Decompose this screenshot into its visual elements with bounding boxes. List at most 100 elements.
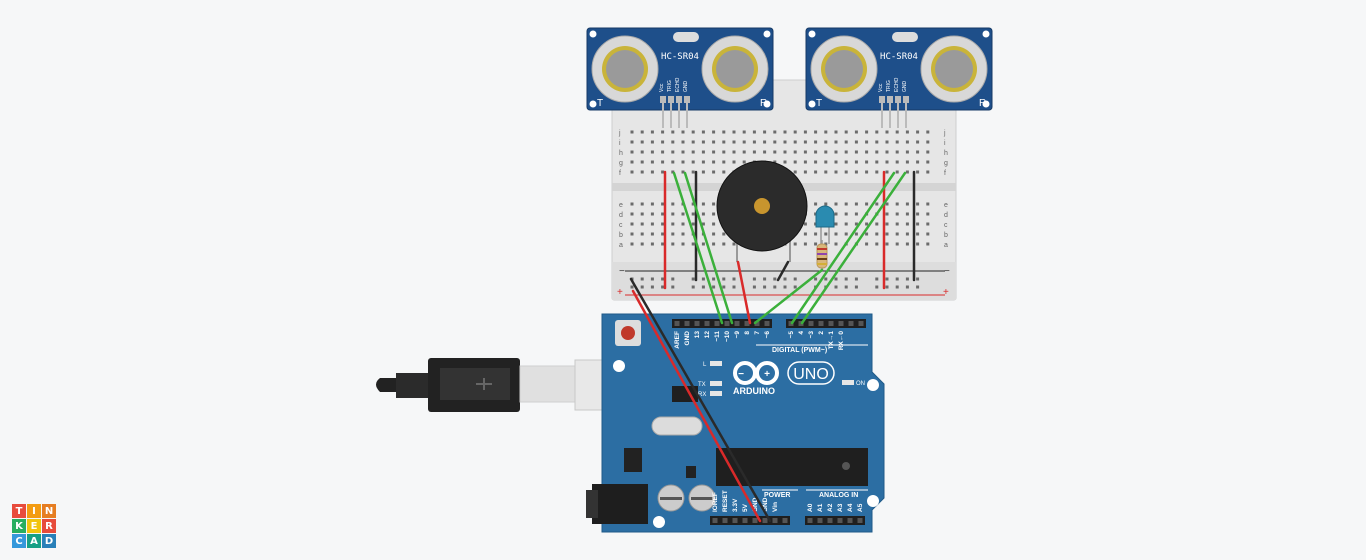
breadboard-hole[interactable] [630, 242, 634, 246]
breadboard-hole[interactable] [712, 170, 716, 174]
breadboard-hole[interactable] [722, 130, 726, 134]
breadboard-hole[interactable] [661, 232, 665, 236]
breadboard-hole[interactable] [834, 160, 838, 164]
breadboard-hole[interactable] [793, 170, 797, 174]
breadboard-hole[interactable] [803, 130, 807, 134]
breadboard-hole[interactable] [885, 170, 889, 174]
breadboard-hole[interactable] [854, 130, 858, 134]
breadboard-hole[interactable] [814, 232, 818, 236]
breadboard-hole[interactable] [926, 170, 930, 174]
header-pin[interactable] [827, 518, 833, 523]
header-pin[interactable] [674, 321, 680, 326]
rail-hole[interactable] [783, 277, 787, 281]
breadboard-hole[interactable] [793, 150, 797, 154]
rail-hole[interactable] [793, 285, 797, 289]
breadboard-hole[interactable] [701, 170, 705, 174]
wire-green[interactable] [672, 171, 724, 325]
breadboard-hole[interactable] [895, 222, 899, 226]
breadboard-hole[interactable] [722, 170, 726, 174]
breadboard-hole[interactable] [763, 130, 767, 134]
rail-hole[interactable] [691, 285, 695, 289]
header-pin[interactable] [754, 321, 760, 326]
breadboard-hole[interactable] [854, 222, 858, 226]
breadboard-hole[interactable] [630, 130, 634, 134]
breadboard-hole[interactable] [630, 170, 634, 174]
breadboard-hole[interactable] [661, 242, 665, 246]
breadboard-hole[interactable] [691, 202, 695, 206]
breadboard-hole[interactable] [650, 202, 654, 206]
header-pin[interactable] [772, 518, 778, 523]
wire-green[interactable] [683, 171, 734, 325]
header-pin[interactable] [704, 321, 710, 326]
rail-hole[interactable] [834, 285, 838, 289]
header-pin[interactable] [694, 321, 700, 326]
breadboard-hole[interactable] [926, 202, 930, 206]
breadboard-hole[interactable] [916, 170, 920, 174]
breadboard-hole[interactable] [661, 212, 665, 216]
breadboard-hole[interactable] [834, 150, 838, 154]
blue-led[interactable] [815, 205, 835, 244]
breadboard-hole[interactable] [661, 222, 665, 226]
breadboard-hole[interactable] [865, 222, 869, 226]
breadboard-hole[interactable] [681, 232, 685, 236]
breadboard-hole[interactable] [712, 222, 716, 226]
rail-hole[interactable] [752, 277, 756, 281]
breadboard-hole[interactable] [712, 242, 716, 246]
breadboard-hole[interactable] [691, 130, 695, 134]
header-pin[interactable] [858, 321, 864, 326]
sensor-pin[interactable] [668, 96, 674, 103]
breadboard-hole[interactable] [650, 212, 654, 216]
rail-hole[interactable] [916, 277, 920, 281]
breadboard-hole[interactable] [814, 170, 818, 174]
breadboard-hole[interactable] [905, 222, 909, 226]
breadboard-hole[interactable] [834, 232, 838, 236]
breadboard-hole[interactable] [783, 130, 787, 134]
breadboard-hole[interactable] [814, 140, 818, 144]
breadboard-hole[interactable] [875, 222, 879, 226]
breadboard-hole[interactable] [895, 242, 899, 246]
header-pin[interactable] [712, 518, 718, 523]
breadboard-hole[interactable] [814, 150, 818, 154]
breadboard-hole[interactable] [844, 212, 848, 216]
header-pin[interactable] [684, 321, 690, 326]
arduino-uno-board[interactable]: − + ARDUINO UNO DIGITAL (PWM~) POWER ANA… [586, 313, 885, 533]
breadboard-hole[interactable] [732, 242, 736, 246]
breadboard-hole[interactable] [650, 232, 654, 236]
breadboard-hole[interactable] [681, 140, 685, 144]
sensor-pin[interactable] [903, 96, 909, 103]
breadboard-hole[interactable] [742, 150, 746, 154]
breadboard-hole[interactable] [875, 140, 879, 144]
breadboard-hole[interactable] [640, 160, 644, 164]
breadboard-hole[interactable] [916, 160, 920, 164]
wire-green[interactable] [800, 171, 907, 325]
breadboard-hole[interactable] [742, 130, 746, 134]
breadboard-hole[interactable] [701, 222, 705, 226]
breadboard-hole[interactable] [793, 140, 797, 144]
breadboard-hole[interactable] [895, 150, 899, 154]
rail-hole[interactable] [671, 277, 675, 281]
breadboard-hole[interactable] [905, 242, 909, 246]
breadboard-hole[interactable] [701, 212, 705, 216]
header-pin[interactable] [734, 321, 740, 326]
rail-hole[interactable] [732, 277, 736, 281]
breadboard-hole[interactable] [722, 232, 726, 236]
breadboard-hole[interactable] [691, 170, 695, 174]
breadboard-hole[interactable] [885, 160, 889, 164]
breadboard-hole[interactable] [885, 140, 889, 144]
breadboard-hole[interactable] [712, 140, 716, 144]
header-pin[interactable] [722, 518, 728, 523]
breadboard-holes[interactable] [630, 130, 930, 289]
breadboard-hole[interactable] [824, 232, 828, 236]
breadboard-hole[interactable] [783, 160, 787, 164]
breadboard-hole[interactable] [905, 202, 909, 206]
breadboard-hole[interactable] [824, 170, 828, 174]
breadboard-hole[interactable] [630, 222, 634, 226]
breadboard-hole[interactable] [834, 140, 838, 144]
rail-hole[interactable] [814, 277, 818, 281]
breadboard-hole[interactable] [661, 160, 665, 164]
header-pin[interactable] [808, 321, 814, 326]
rail-hole[interactable] [793, 277, 797, 281]
breadboard-hole[interactable] [671, 242, 675, 246]
breadboard-hole[interactable] [834, 212, 838, 216]
breadboard-hole[interactable] [681, 170, 685, 174]
